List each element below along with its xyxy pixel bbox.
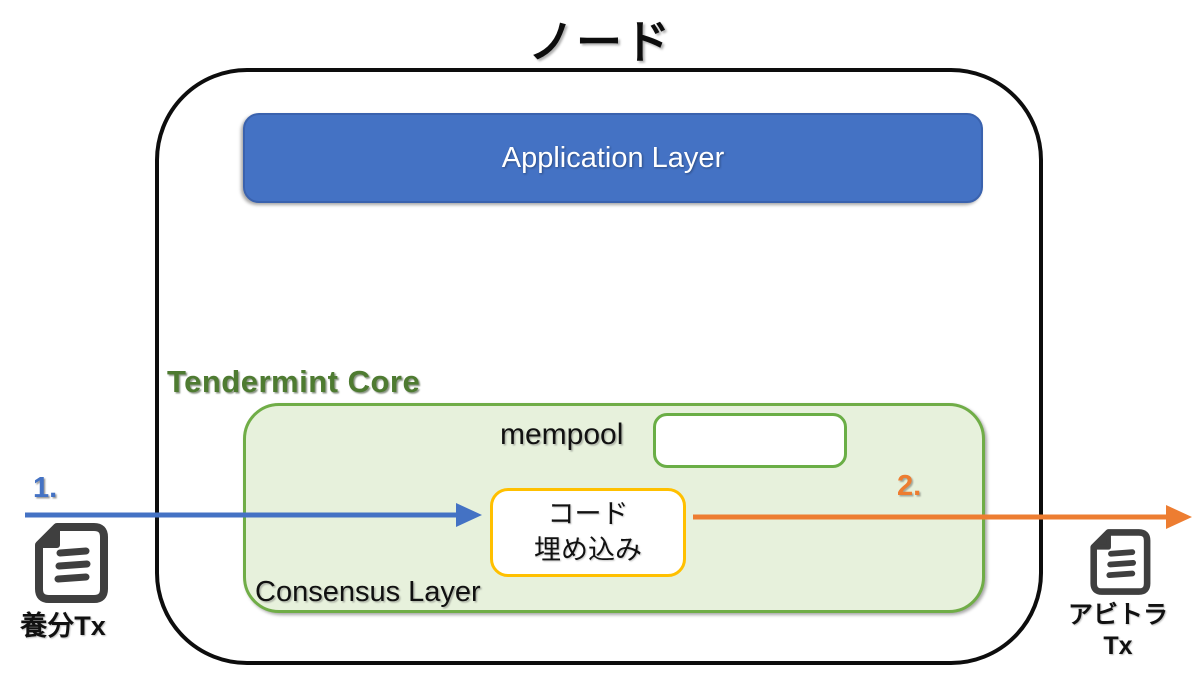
- incoming-step-label: 1.: [33, 472, 58, 504]
- tendermint-core-box: [243, 403, 985, 613]
- code-embed-line2: 埋め込み: [534, 534, 642, 565]
- application-layer-label: Application Layer: [501, 141, 725, 174]
- consensus-layer-label: Consensus Layer: [255, 576, 481, 608]
- mempool-slot-box: [653, 413, 847, 468]
- outgoing-tx-label-line2: Tx: [1103, 632, 1133, 661]
- tendermint-core-label: Tendermint Core: [167, 364, 421, 399]
- mempool-label: mempool: [500, 418, 624, 451]
- application-layer-box: Application Layer: [243, 113, 983, 203]
- outgoing-tx-label-line1: アビトラ: [1067, 601, 1168, 629]
- incoming-tx-label: 養分Tx: [20, 611, 106, 641]
- node-outline-box: [155, 68, 1043, 665]
- outgoing-tx-label: アビトラ Tx: [1058, 600, 1178, 663]
- diagram-title: ノード: [528, 16, 672, 68]
- code-embed-box: コード 埋め込み: [490, 488, 686, 577]
- outgoing-step-label: 2.: [897, 470, 922, 502]
- outgoing-document-icon: [1090, 529, 1151, 595]
- code-embed-line1: コード: [547, 499, 629, 530]
- incoming-document-icon: [35, 523, 108, 603]
